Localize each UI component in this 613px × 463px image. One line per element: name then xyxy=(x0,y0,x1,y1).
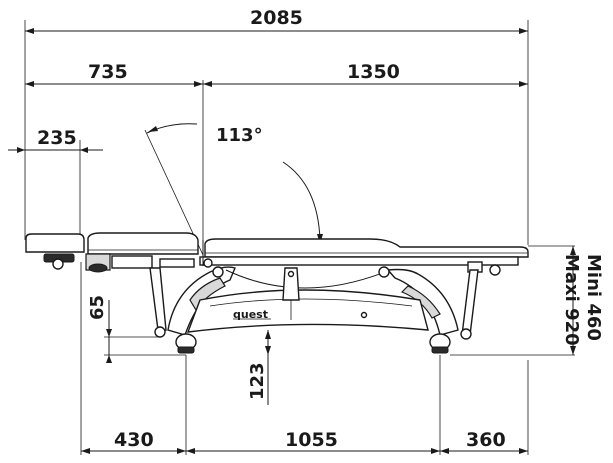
label-foot-clearance: 65 xyxy=(87,295,108,320)
label-angle: 113° xyxy=(216,125,263,146)
dimension-headrest: 235 xyxy=(8,127,103,240)
headrest-cushion xyxy=(25,233,85,253)
label-right-overhang: 360 xyxy=(466,429,506,451)
left-leg xyxy=(149,267,167,331)
label-height-min: Mini 460 xyxy=(583,254,604,341)
label-total-length: 2085 xyxy=(250,7,303,29)
label-left-overhang: 430 xyxy=(114,429,154,451)
label-headrest: 235 xyxy=(37,127,77,149)
main-cushion xyxy=(204,238,529,258)
label-ground-clearance: 123 xyxy=(247,362,268,400)
dimension-height: Mini 460 Maxi 920 xyxy=(450,245,604,356)
right-leg xyxy=(461,269,479,336)
lift-column xyxy=(186,289,429,333)
dimension-ground-clearance: 123 xyxy=(247,330,271,405)
dimension-bottom: 430 1055 360 xyxy=(80,262,529,455)
dimension-total-length: 2085 xyxy=(24,7,529,245)
label-height-max: Maxi 920 xyxy=(561,254,582,346)
back-cushion xyxy=(87,232,199,255)
label-wheelbase: 1055 xyxy=(285,429,338,451)
dimension-sections: 735 1350 xyxy=(25,61,528,262)
hand-control xyxy=(282,267,300,301)
label-head-section: 735 xyxy=(88,61,128,83)
frame-rail xyxy=(199,256,519,266)
dimension-foot-clearance: 65 xyxy=(87,295,186,363)
brand-logo: quest xyxy=(233,308,268,321)
base-mechanism: quest xyxy=(149,266,479,354)
table-top xyxy=(25,232,529,276)
label-main-section: 1350 xyxy=(347,61,400,83)
